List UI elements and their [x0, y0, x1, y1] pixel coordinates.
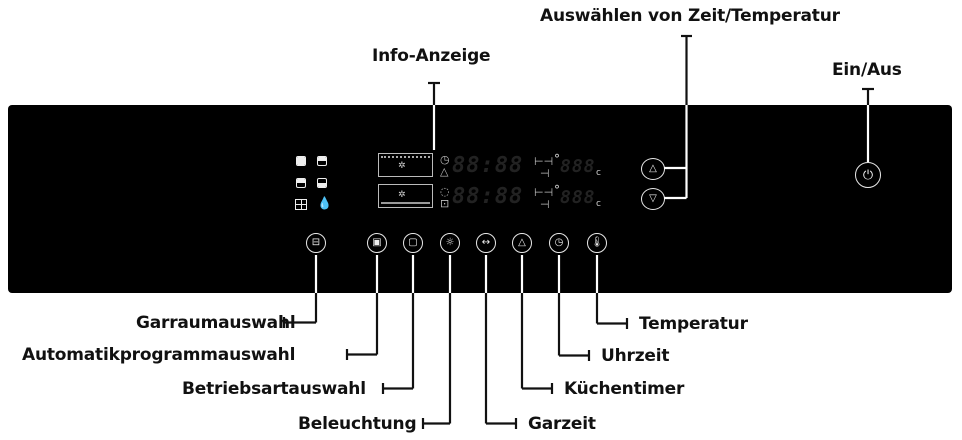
fan-icon: ✲ — [398, 190, 406, 200]
lower-time-readout: 88:88 — [452, 184, 524, 209]
cavity-full-indicator-icon — [296, 156, 306, 166]
clock-button[interactable]: ◷ — [549, 233, 569, 253]
degree-symbol: ° — [554, 183, 560, 197]
fan-icon: ✲ — [398, 161, 406, 171]
cavity-upper-split-indicator-icon — [317, 156, 327, 166]
upper-time-readout: 88:88 — [452, 153, 524, 178]
lower-temp-unit: c — [596, 199, 601, 209]
auto-program-button[interactable]: ▣ — [367, 233, 387, 253]
upper-temp-unit: c — [596, 168, 601, 178]
cavity-lower-indicator-icon — [317, 178, 327, 188]
grid-indicator-icon — [295, 199, 307, 210]
upper-cavity-display-box: ✲ — [378, 153, 433, 177]
label-kitchen-timer: Küchentimer — [564, 379, 685, 399]
label-time-temp-select: Auswählen von Zeit/Temperatur — [540, 6, 840, 26]
light-button[interactable]: ☼ — [440, 233, 460, 253]
info-display: ✲ ✲ ◷ △ ◌ ⊡ 88:88 88:88 ⊢⊣ ⊣ ⊢⊣ ⊣ ° 888 … — [368, 149, 608, 211]
label-cavity-select: Garraumauswahl — [136, 313, 296, 333]
lower-cavity-display-box: ✲ — [378, 184, 433, 208]
label-mode-select: Betriebsartauswahl — [182, 379, 366, 399]
label-clock: Uhrzeit — [601, 346, 670, 366]
degree-symbol: ° — [554, 152, 560, 166]
temperature-button[interactable]: 🌡 — [587, 233, 607, 253]
duration-symbol-icon: ⊢⊣ — [534, 155, 554, 168]
kitchen-timer-button[interactable]: △ — [512, 233, 532, 253]
label-auto-program: Automatikprogrammauswahl — [22, 345, 296, 365]
power-button[interactable]: ⏻ — [855, 162, 881, 188]
label-lighting: Beleuchtung — [298, 414, 417, 434]
duration-symbol-icon: ⊢⊣ — [534, 186, 554, 199]
label-cook-time: Garzeit — [528, 414, 596, 434]
clock-symbol-icon: ◷ — [440, 153, 450, 166]
steam-symbol-icon: ◌ — [440, 185, 450, 198]
mode-select-button[interactable]: ▢ — [403, 233, 423, 253]
end-time-symbol-icon: ⊣ — [540, 167, 550, 180]
lock-symbol-icon: ⊡ — [440, 197, 450, 210]
cavity-select-button[interactable]: ⊟ — [306, 233, 326, 253]
end-time-symbol-icon: ⊣ — [540, 198, 550, 211]
cavity-upper-indicator-icon — [296, 178, 306, 188]
label-info-display: Info-Anzeige — [372, 46, 491, 66]
label-on-off: Ein/Aus — [832, 60, 902, 80]
cook-time-button[interactable]: ↔ — [476, 233, 496, 253]
steam-drop-indicator-icon: 💧 — [317, 196, 332, 210]
lower-temp-readout: 888 — [560, 187, 596, 208]
oven-control-panel: 💧 ✲ ✲ ◷ △ ◌ ⊡ 88:88 88:88 ⊢⊣ ⊣ ⊢⊣ ⊣ ° 88… — [8, 105, 952, 293]
label-temperature: Temperatur — [639, 314, 748, 334]
bell-symbol-icon: △ — [440, 165, 449, 178]
upper-temp-readout: 888 — [560, 156, 596, 177]
